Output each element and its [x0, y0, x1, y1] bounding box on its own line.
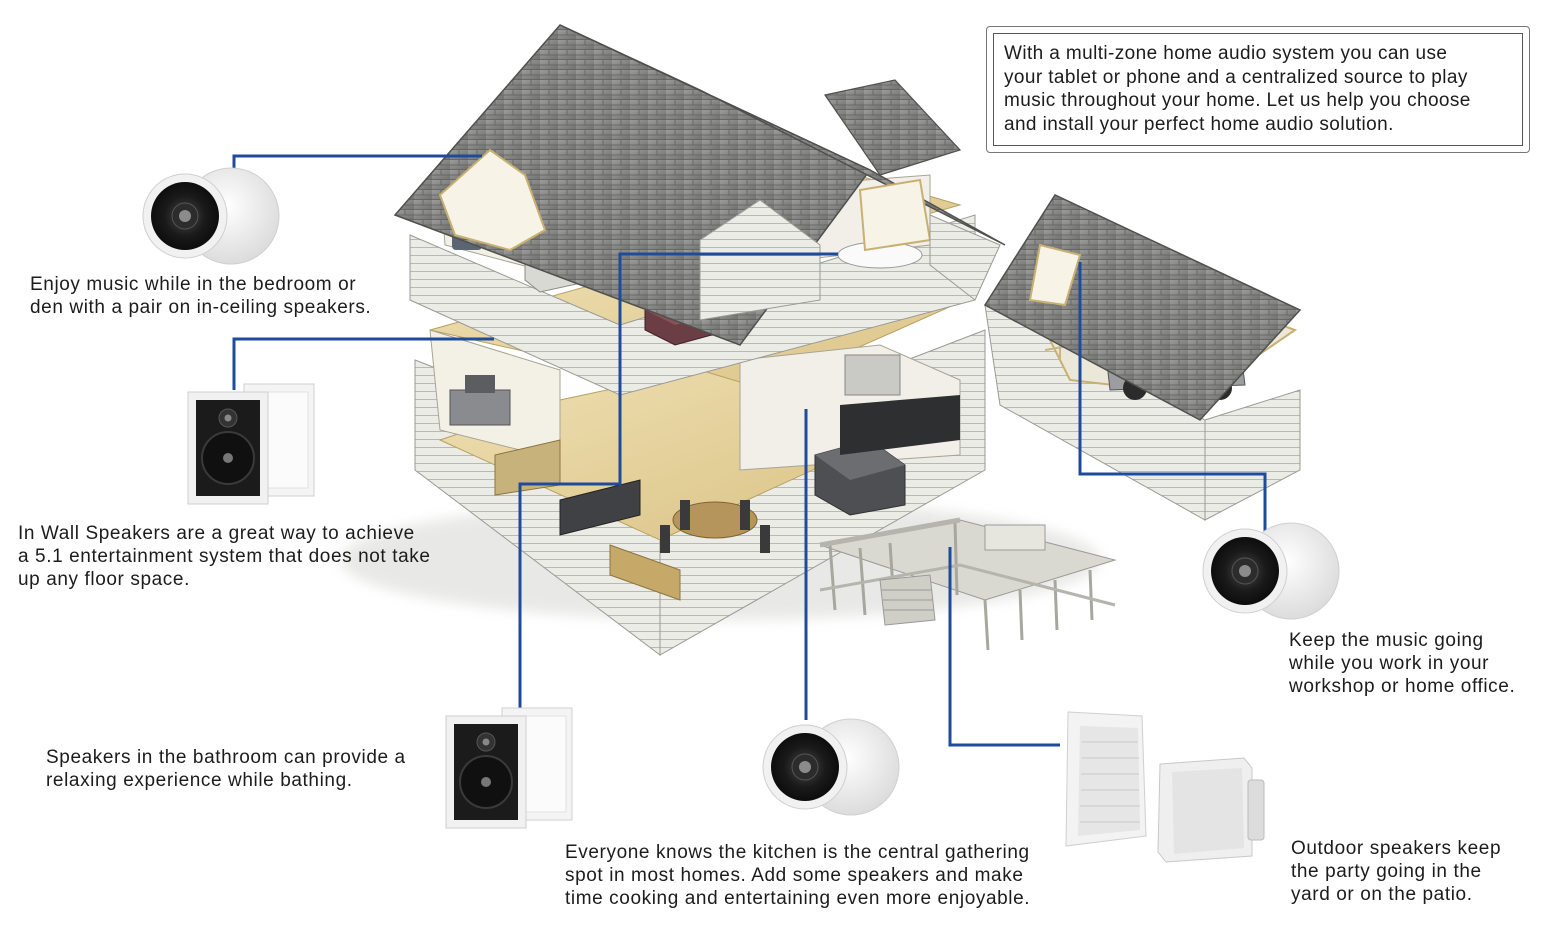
intro-callout-inner-border: With a multi-zone home audio system you …	[993, 33, 1523, 146]
garage-illustration	[983, 194, 1302, 521]
intro-callout: With a multi-zone home audio system you …	[986, 26, 1530, 153]
caption-kitchen: Everyone knows the kitchen is the centra…	[565, 842, 1031, 909]
caption-bedroom: Enjoy music while in the bedroom or den …	[30, 274, 372, 318]
wall-speaker-icon	[445, 707, 573, 829]
leader-line-bathroom	[518, 252, 838, 708]
intro-text: With a multi-zone home audio system you …	[1004, 43, 1471, 135]
leader-line-living-room	[232, 337, 494, 390]
caption-workshop: Keep the music going while you work in y…	[1289, 630, 1516, 697]
caption-outdoor: Outdoor speakers keep the party going in…	[1291, 838, 1502, 905]
ceiling-speaker-icon	[1202, 522, 1340, 620]
wall-speaker-icon	[187, 383, 315, 505]
house-cutaway-illustration	[393, 24, 1117, 657]
caption-bathroom: Speakers in the bathroom can provide a r…	[46, 747, 406, 791]
leader-lines	[232, 154, 1267, 747]
leader-line-workshop	[1078, 262, 1267, 532]
outdoor-speaker-icon	[1065, 711, 1265, 863]
ceiling-speaker-icon	[762, 718, 900, 816]
leader-line-outdoor	[948, 547, 1060, 747]
caption-living-room: In Wall Speakers are a great way to achi…	[18, 523, 431, 590]
ceiling-speaker-icon	[142, 167, 280, 265]
